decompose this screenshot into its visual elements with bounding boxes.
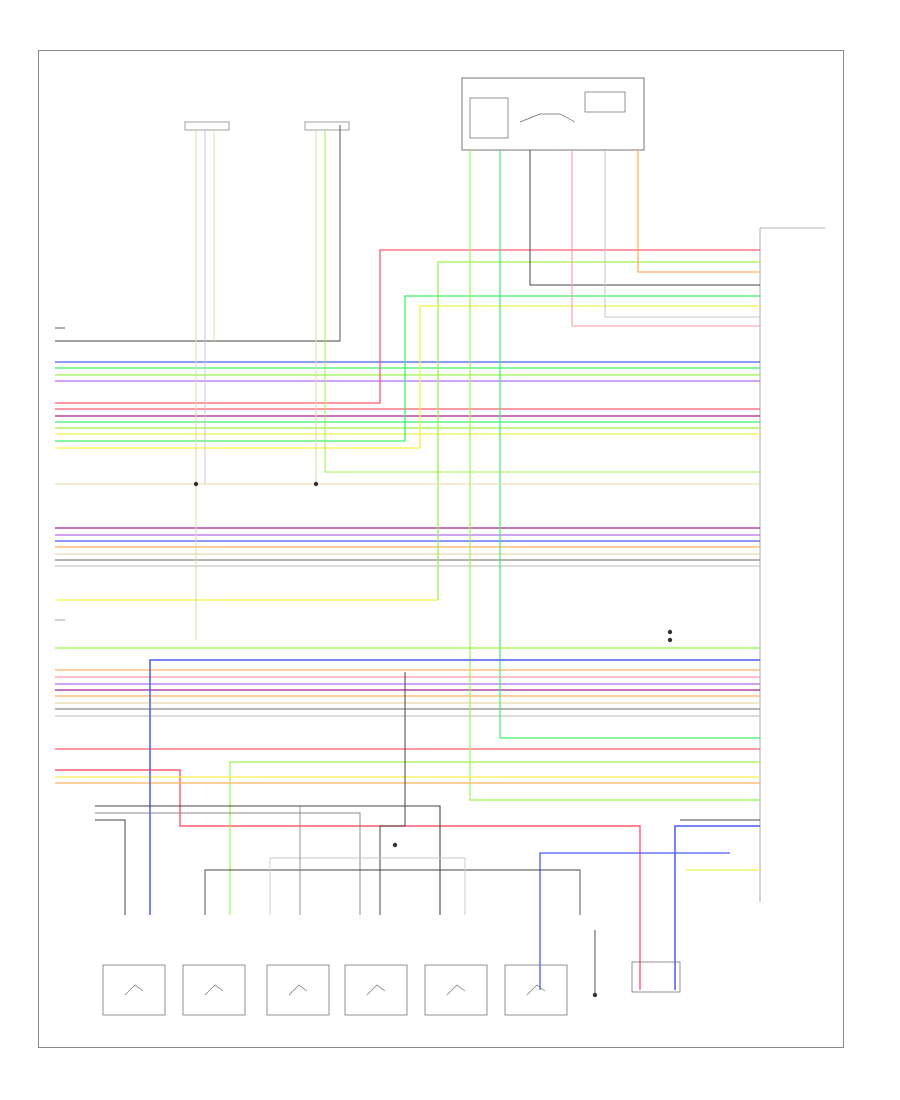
coil-box-4 — [344, 964, 408, 1016]
splice-dot-1 — [193, 481, 199, 487]
diagram-frame — [38, 50, 844, 1048]
coil-symbol-4 — [366, 984, 386, 996]
wire-red-actuator — [55, 769, 641, 990]
coil-symbol-5 — [446, 984, 466, 996]
wire-coil-c — [95, 819, 126, 915]
actuator-box — [631, 961, 681, 993]
wire-coil-e — [204, 869, 581, 915]
wire-yellow-mid — [55, 305, 760, 449]
wire-coil-b — [95, 812, 361, 915]
wire-blue-853 — [539, 852, 730, 990]
bottom-components — [102, 961, 681, 1016]
wire-green-module — [499, 150, 760, 739]
sensor-1-connector — [184, 121, 230, 131]
wire-blue-826 — [674, 825, 760, 990]
splice-dot-3 — [667, 629, 673, 635]
wire-dark-module — [529, 150, 760, 286]
coil-box-1 — [102, 964, 166, 1016]
right-module-outline — [759, 227, 825, 902]
coil-symbol-3 — [288, 984, 308, 996]
wire-green-mid — [55, 295, 760, 442]
splice-dots — [193, 481, 673, 998]
wire-grey-module — [604, 150, 760, 318]
wire-lime-up — [437, 261, 760, 600]
splice-dot-4 — [667, 637, 673, 643]
coil-box-3 — [266, 964, 330, 1016]
wire-sensor2-b — [324, 130, 760, 473]
splice-dot-6 — [592, 992, 598, 998]
coil-box-6 — [504, 964, 568, 1016]
coil-symbol-2 — [204, 984, 224, 996]
wire-blue-660 — [149, 659, 760, 915]
coil-box-5 — [424, 964, 488, 1016]
wire-lime-module — [469, 150, 760, 801]
splice-dot-5 — [392, 842, 398, 848]
wire-red-upper — [55, 249, 760, 404]
wire-sensor2-ground — [55, 125, 341, 342]
coil-symbol-1 — [124, 984, 144, 996]
wires — [55, 125, 760, 995]
wire-coil-ground — [95, 805, 441, 915]
wire-coil-f — [269, 857, 466, 915]
coil-box-2 — [182, 964, 246, 1016]
splice-dot-2 — [313, 481, 319, 487]
wire-orange-module — [637, 150, 760, 273]
wire-pink-module — [571, 150, 760, 327]
wire-coil-d — [379, 672, 406, 915]
sensor-2-connector — [304, 121, 350, 131]
top-module-box — [461, 77, 645, 151]
wire-lime-762 — [229, 761, 760, 915]
coil-symbol-6 — [526, 984, 546, 996]
